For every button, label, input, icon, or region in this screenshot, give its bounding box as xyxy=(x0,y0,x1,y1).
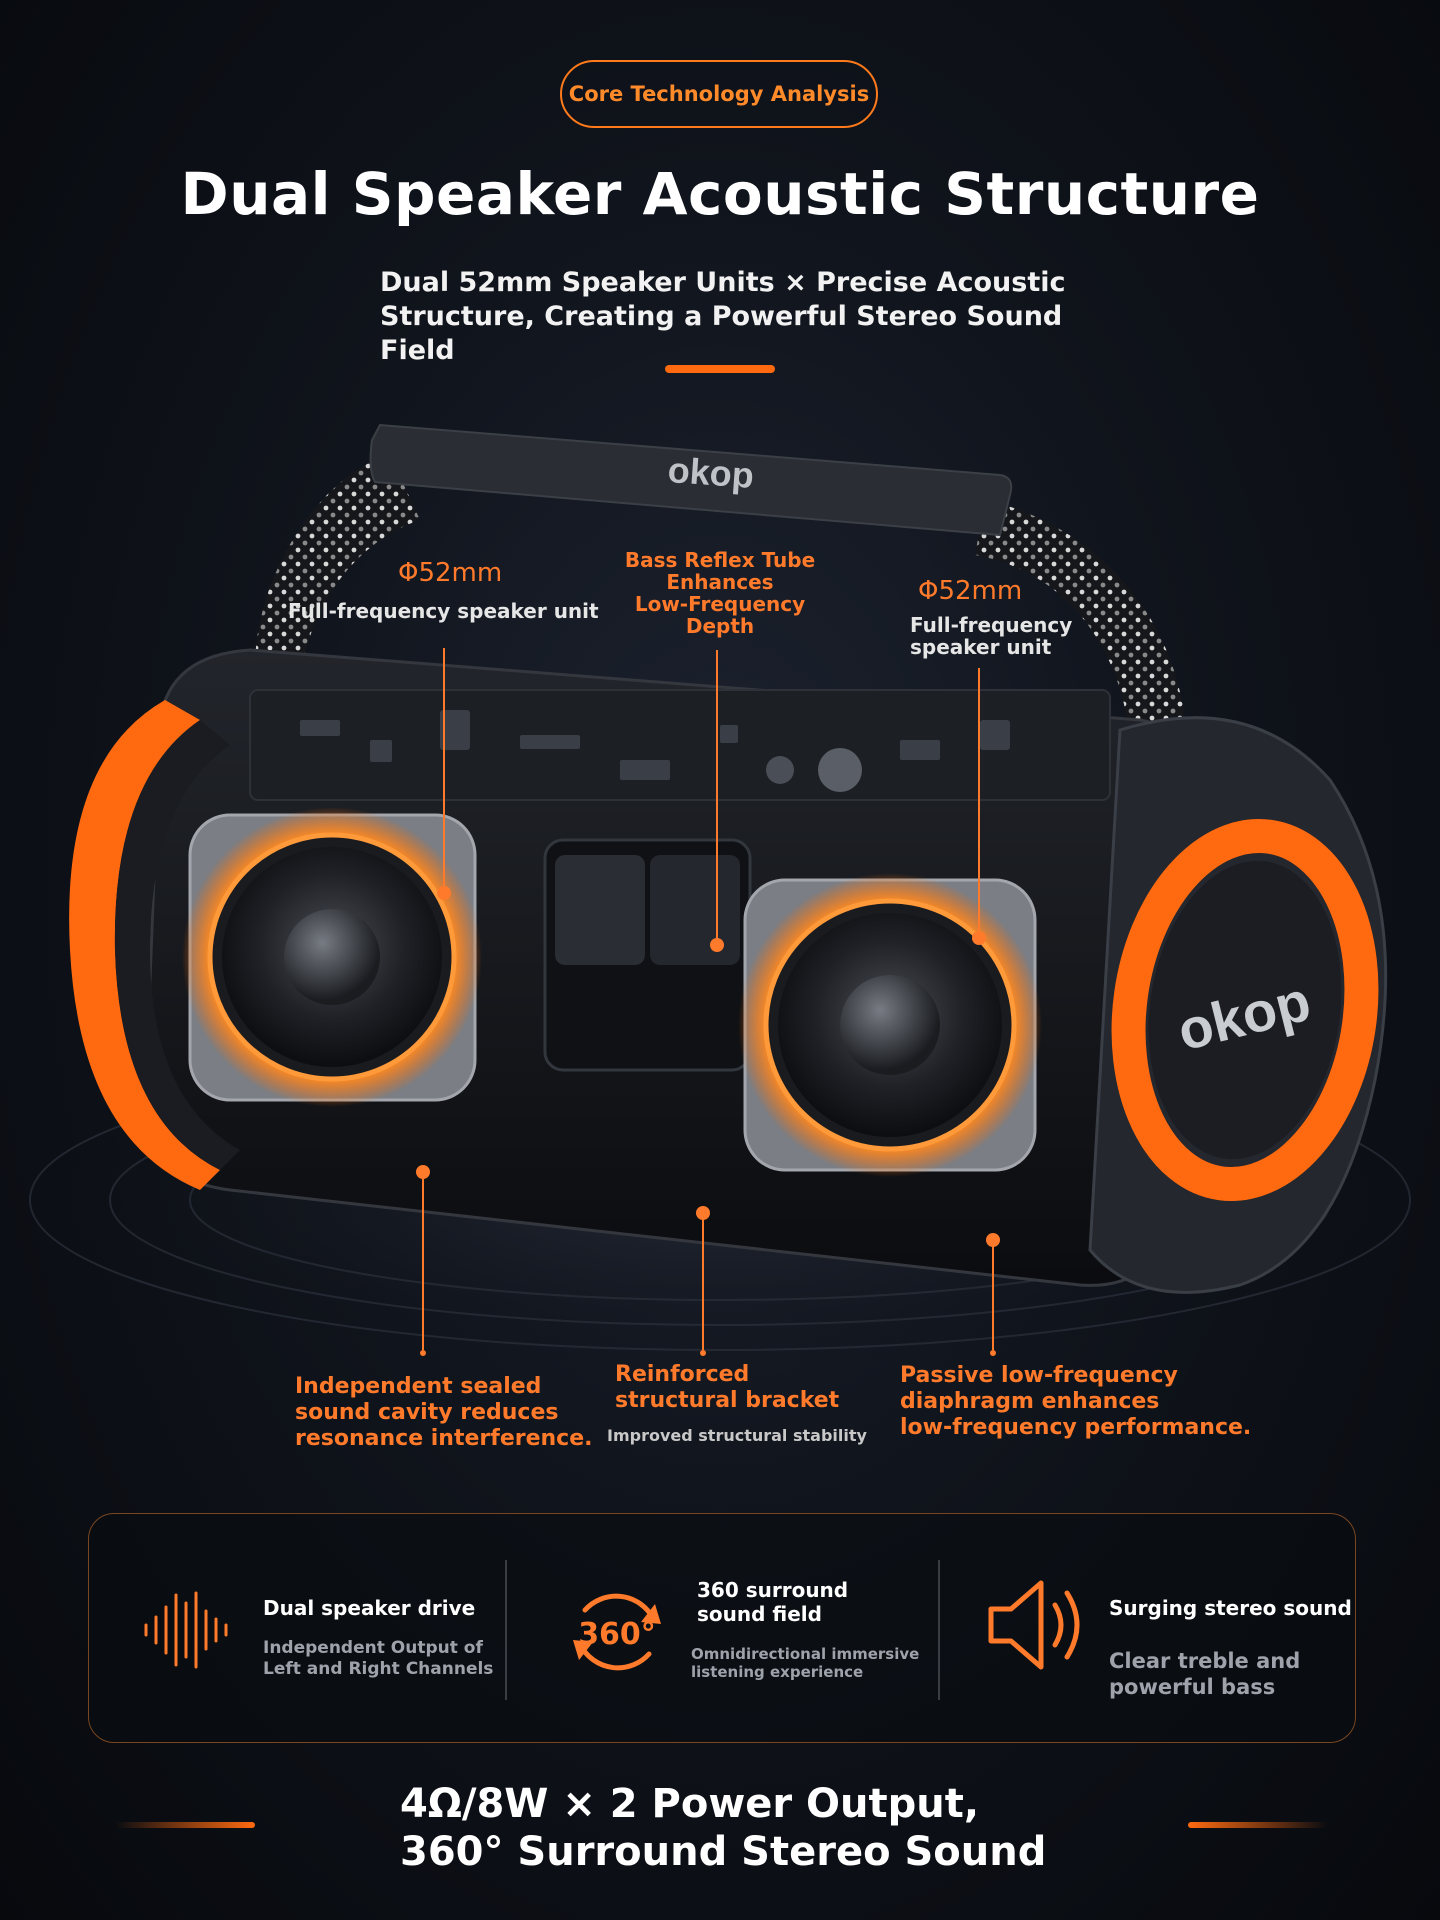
feature-360-title-2: sound field xyxy=(697,1602,822,1626)
360-icon-text: 360° xyxy=(578,1617,656,1652)
passive-diaphragm-line-3: low-frequency performance. xyxy=(900,1415,1252,1440)
feature-divider xyxy=(505,1560,507,1700)
360-rotate-icon: 360° xyxy=(573,1593,661,1671)
footer-accent-right xyxy=(1188,1822,1328,1828)
feature-360-desc: Omnidirectional immersive listening expe… xyxy=(691,1645,919,1681)
right-speaker-label-line-1: Full-frequency xyxy=(910,613,1073,637)
feature-panel xyxy=(88,1513,1356,1743)
feature-stereo-desc-2: powerful bass xyxy=(1109,1675,1276,1699)
bass-reflex-line-3: Low-Frequency Depth xyxy=(634,592,806,638)
feature-stereo-desc: Clear treble and powerful bass xyxy=(1109,1648,1300,1700)
waveform-icon xyxy=(144,1591,228,1669)
page-subtitle: Dual 52mm Speaker Units × Precise Acoust… xyxy=(380,266,1140,368)
bracket-line-2: structural bracket xyxy=(615,1388,840,1413)
footer-line-2: 360° Surround Stereo Sound xyxy=(400,1829,1047,1875)
footer-line-1: 4Ω/8W × 2 Power Output, xyxy=(400,1781,980,1827)
left-speaker-spec: Φ52mm xyxy=(398,558,503,588)
subtitle-line-2: Structure, Creating a Powerful Stereo So… xyxy=(380,301,1063,366)
footer-headline: 4Ω/8W × 2 Power Output, 360° Surround St… xyxy=(400,1780,1100,1876)
feature-dual-speaker-desc-2: Left and Right Channels xyxy=(263,1659,494,1679)
bass-reflex-line-2: Enhances xyxy=(666,570,774,594)
category-badge: Core Technology Analysis xyxy=(560,60,878,128)
page-title: Dual Speaker Acoustic Structure xyxy=(180,160,1260,228)
right-end-cap: okop xyxy=(1088,716,1388,1294)
right-speaker-label: Full-frequency speaker unit xyxy=(910,614,1072,658)
feature-dual-speaker-desc: Independent Output of Left and Right Cha… xyxy=(263,1638,493,1680)
bass-reflex-line-1: Bass Reflex Tube xyxy=(624,548,816,572)
feature-dual-speaker-title: Dual speaker drive xyxy=(263,1596,476,1620)
feature-dual-speaker-desc-1: Independent Output of xyxy=(263,1638,483,1658)
feature-stereo-title: Surging stereo sound xyxy=(1109,1596,1352,1620)
bracket-callout: Reinforced structural bracket Improved s… xyxy=(607,1362,867,1445)
right-speaker-unit xyxy=(738,873,1042,1177)
passive-diaphragm-callout: Passive low-frequency diaphragm enhances… xyxy=(900,1363,1251,1441)
feature-360-desc-2: listening experience xyxy=(691,1663,864,1681)
sealed-cavity-line-2: sound cavity reduces xyxy=(295,1400,559,1425)
right-speaker-spec: Φ52mm xyxy=(918,576,1023,606)
left-speaker-unit xyxy=(182,807,482,1107)
speaker-illustration: okop okop xyxy=(0,423,1440,1370)
bass-reflex-callout: Bass Reflex Tube Enhances Low-Frequency … xyxy=(600,549,840,637)
footer-accent-left xyxy=(115,1822,255,1828)
speaker-volume-icon xyxy=(988,1580,1080,1670)
bracket-sub: Improved structural stability xyxy=(607,1426,867,1445)
passive-diaphragm-line-1: Passive low-frequency xyxy=(900,1363,1178,1388)
right-speaker-label-line-2: speaker unit xyxy=(910,635,1052,659)
feature-360-desc-1: Omnidirectional immersive xyxy=(691,1645,920,1663)
brand-logo-top: okop xyxy=(667,449,756,496)
feature-360-title-1: 360 surround xyxy=(697,1578,849,1602)
feature-stereo-desc-1: Clear treble and xyxy=(1109,1649,1301,1673)
bracket-line-1: Reinforced xyxy=(615,1362,750,1387)
feature-divider xyxy=(938,1560,940,1700)
feature-360-title: 360 surround sound field xyxy=(697,1578,848,1626)
sealed-cavity-callout: Independent sealed sound cavity reduces … xyxy=(295,1374,593,1452)
sealed-cavity-line-3: resonance interference. xyxy=(295,1426,593,1451)
left-speaker-label: Full-frequency speaker unit xyxy=(288,599,599,623)
passive-diaphragm-line-2: diaphragm enhances xyxy=(900,1389,1160,1414)
subtitle-line-1: Dual 52mm Speaker Units × Precise Acoust… xyxy=(380,267,1066,298)
title-accent-bar xyxy=(665,365,775,373)
sealed-cavity-line-1: Independent sealed xyxy=(295,1374,542,1399)
